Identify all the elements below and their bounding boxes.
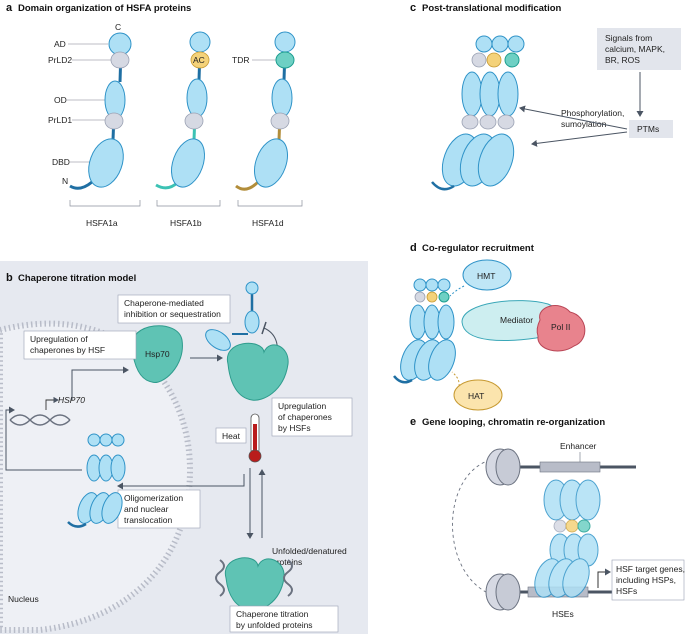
nucleosome-upper	[485, 448, 521, 486]
inhibition-box	[117, 294, 231, 324]
heat-box	[215, 427, 247, 444]
coregulator-trimer	[393, 278, 456, 384]
nucleosome-lower	[485, 573, 521, 611]
panel-b-title: Chaperone titration model	[18, 273, 136, 284]
panel-c-title: Post-translational modification	[422, 3, 562, 14]
label-dbd: DBD	[52, 157, 70, 167]
modification-line1: Phosphorylation,	[561, 108, 624, 118]
label-n: N	[62, 176, 68, 186]
titration-box	[229, 605, 339, 633]
signals-box	[597, 28, 681, 70]
hmt-label: HMT	[477, 271, 495, 281]
upregulation-hsfs-line1: Upregulation	[278, 401, 326, 411]
targets-line3: HSFs	[616, 586, 637, 596]
panel-e-title: Gene looping, chromatin re-organization	[422, 417, 605, 428]
panel-d-letter: d	[410, 242, 417, 254]
oligomerization-box	[117, 489, 201, 529]
hmt-complex	[462, 259, 512, 291]
panel-b-letter: b	[6, 272, 13, 284]
titrated-chaperone	[215, 557, 293, 611]
hsfa1a-protein	[69, 32, 132, 190]
label-tdr: TDR	[232, 55, 249, 65]
panel-a-letter: a	[6, 2, 13, 14]
oligomerization-line1: Oligomerization	[124, 493, 183, 503]
ptms-label: PTMs	[637, 124, 659, 134]
hsp70-label: Hsp70	[145, 349, 170, 359]
upregulation-hsfs-line2: of chaperones	[278, 412, 332, 422]
panel-c-letter: c	[410, 2, 416, 14]
inhibition-line1: Chaperone-mediated	[124, 298, 204, 308]
label-prld1: PrLD1	[48, 115, 72, 125]
upregulation-hsf-line1: Upregulation of	[30, 334, 88, 344]
oligomerization-line2: and nuclear	[124, 504, 169, 514]
pol-ii-complex	[536, 305, 586, 352]
hsf-trimer-nucleus	[67, 433, 126, 528]
thermometer-icon	[248, 413, 262, 463]
unfolded-line2: proteins	[272, 557, 302, 567]
hsf-monomer-bound	[205, 281, 260, 351]
signals-line1: Signals from	[605, 33, 652, 43]
targets-line2: including HSPs,	[616, 575, 676, 585]
oligomerization-line3: translocation	[124, 515, 172, 525]
unfolded-line1: Unfolded/denatured	[272, 546, 347, 556]
signals-line2: calcium, MAPK,	[605, 44, 665, 54]
hsp70-chaperone	[131, 325, 183, 383]
label-c: C	[115, 22, 121, 32]
chromatin-loop	[452, 459, 491, 595]
label-prld2: PrLD2	[48, 55, 72, 65]
targets-line1: HSF target genes,	[616, 564, 685, 574]
label-od: OD	[54, 95, 67, 105]
heat-label: Heat	[222, 431, 241, 441]
hat-complex	[453, 379, 503, 411]
mediator-label: Mediator	[500, 315, 533, 325]
titration-line2: by unfolded proteins	[236, 620, 313, 630]
protein-hsfa1a: HSFA1a	[86, 218, 118, 228]
label-ad: AD	[54, 39, 66, 49]
protein-hsfa1d: HSFA1d	[252, 218, 284, 228]
targets-box	[611, 559, 685, 601]
enhancer-region	[539, 461, 601, 473]
inhibition-line2: inhibition or sequestration	[124, 309, 221, 319]
hsfa1d-protein	[235, 31, 296, 191]
pol-ii-label: Pol II	[551, 322, 570, 332]
panel-c: c Post-translational modification Signal…	[410, 2, 681, 191]
chaperone-main	[227, 342, 289, 401]
signals-line3: BR, ROS	[605, 55, 640, 65]
panel-d: d Co-regulator recruitment HMT Mediator …	[393, 242, 586, 411]
label-ac: AC	[193, 55, 205, 65]
hsfa1b-protein: AC	[155, 31, 211, 190]
hat-label: HAT	[468, 391, 484, 401]
hses-label: HSEs	[552, 609, 574, 619]
enhancer-label: Enhancer	[560, 441, 597, 451]
panel-a: a Domain organization of HSFA proteins C…	[6, 2, 303, 228]
panel-e: e Gene looping, chromatin re-organizatio…	[410, 416, 685, 619]
panel-d-title: Co-regulator recruitment	[422, 243, 535, 254]
modification-line2: sumoylation	[561, 119, 607, 129]
upregulation-hsf-box	[23, 330, 137, 360]
panel-b: b Chaperone titration model Nucleus HSP7…	[0, 261, 368, 634]
hsp70-dna	[9, 414, 71, 426]
upregulation-hsf-line2: chaperones by HSF	[30, 345, 105, 355]
panel-e-letter: e	[410, 416, 416, 428]
titration-line1: Chaperone titration	[236, 609, 309, 619]
ptm-trimer	[431, 35, 525, 191]
protein-hsfa1b: HSFA1b	[170, 218, 202, 228]
upregulation-hsfs-box	[271, 397, 353, 437]
nucleus-label: Nucleus	[8, 594, 39, 604]
looping-trimer	[534, 479, 601, 598]
panel-a-title: Domain organization of HSFA proteins	[18, 3, 191, 14]
ptms-box	[629, 120, 673, 138]
upregulation-hsfs-line3: by HSFs	[278, 423, 311, 433]
